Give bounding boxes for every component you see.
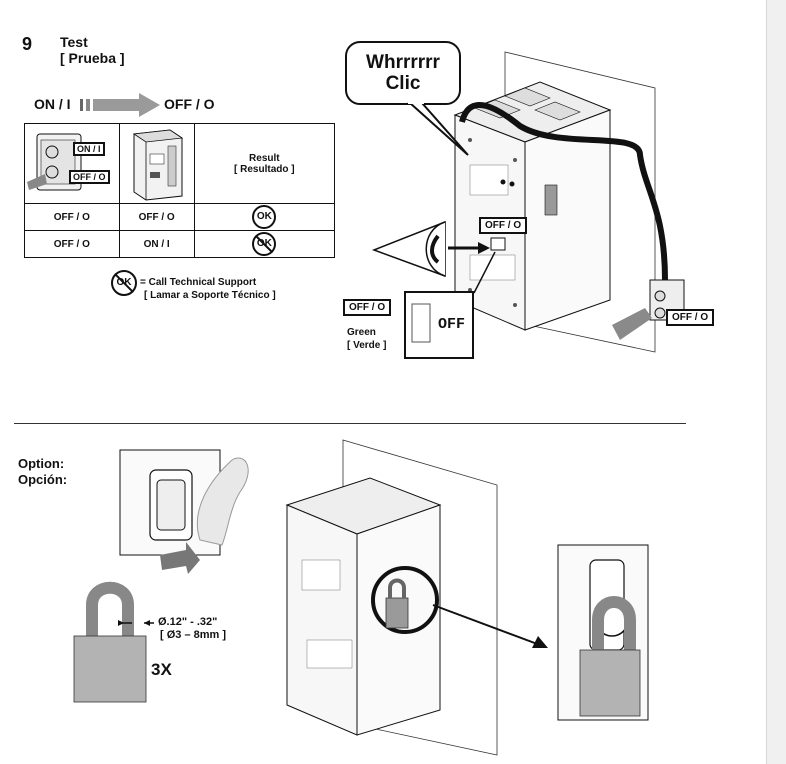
- vertical-scrollbar[interactable]: [766, 0, 786, 764]
- option-title-es: Opción:: [18, 472, 68, 487]
- indicator-off-label: OFF / O: [479, 217, 528, 234]
- table-header-handle-cell: ON / I OFF / O: [24, 123, 120, 204]
- support-note-es: [ Lamar a Soporte Técnico ]: [144, 290, 276, 301]
- test-result-table: ON / I OFF / O Result [ Resultado ] OFF …: [24, 123, 336, 258]
- sound-line2: Clic: [385, 73, 421, 94]
- table-row: OFF / O ON / I OK: [24, 230, 336, 258]
- sound-bubble: Whrrrrrr Clic: [350, 52, 456, 94]
- not-ok-icon: OK: [252, 232, 277, 256]
- step-title: Test [ Prueba ]: [60, 34, 125, 66]
- green-label-es: [ Verde ]: [347, 340, 387, 351]
- breaker-thumbnail-icon: [132, 129, 183, 201]
- table-row: OFF / O OFF / O OK: [24, 203, 336, 231]
- sound-line1: Whrrrrrr: [366, 52, 440, 73]
- window-off-text: OFF: [438, 316, 466, 333]
- header-off-label: OFF / O: [69, 170, 110, 184]
- call-support-icon: OK: [111, 270, 137, 296]
- table-header-result-cell: Result [ Resultado ]: [193, 123, 336, 204]
- shackle-dim-mm: [ Ø3 – 8mm ]: [160, 629, 227, 641]
- step-title-en: Test: [60, 34, 88, 50]
- ok-icon: OK: [252, 205, 277, 229]
- section-divider: [14, 423, 686, 424]
- padlock-quantity: 3X: [151, 660, 172, 679]
- row1-indicator-cell: OFF / O: [118, 203, 195, 231]
- step-title-es: [ Prueba ]: [60, 50, 125, 66]
- support-note: = Call Technical Support [ Lamar a Sopor…: [140, 276, 276, 302]
- legend-off-label: OFF / O: [343, 299, 392, 316]
- green-indicator-note: Green [ Verde ]: [347, 326, 386, 352]
- row2-indicator-cell: ON / I: [118, 230, 195, 258]
- row1-handle-cell: OFF / O: [24, 203, 120, 231]
- step-number: 9: [22, 34, 33, 54]
- result-header-es: [ Resultado ]: [234, 163, 295, 175]
- row2-handle-cell: OFF / O: [24, 230, 120, 258]
- flow-to-label: OFF / O: [164, 96, 215, 112]
- result-header: Result: [249, 152, 280, 164]
- table-header-breaker-cell: [118, 123, 195, 204]
- green-label: Green: [347, 327, 376, 338]
- option-title-en: Option:: [18, 456, 65, 471]
- handle-switch-icon: [27, 133, 82, 191]
- flow-from-label: ON / I: [34, 96, 71, 112]
- shackle-dim-in: Ø.12" - .32": [158, 616, 218, 628]
- option-title: Option: Opción:: [18, 456, 67, 488]
- row1-result-cell: OK: [193, 203, 336, 231]
- header-on-label: ON / I: [73, 142, 105, 156]
- row2-result-cell: OK: [193, 230, 336, 258]
- handle-off-label: OFF / O: [666, 309, 715, 326]
- support-note-en: = Call Technical Support: [140, 277, 257, 288]
- shackle-dimension: Ø.12" - .32" [ Ø3 – 8mm ]: [158, 616, 226, 642]
